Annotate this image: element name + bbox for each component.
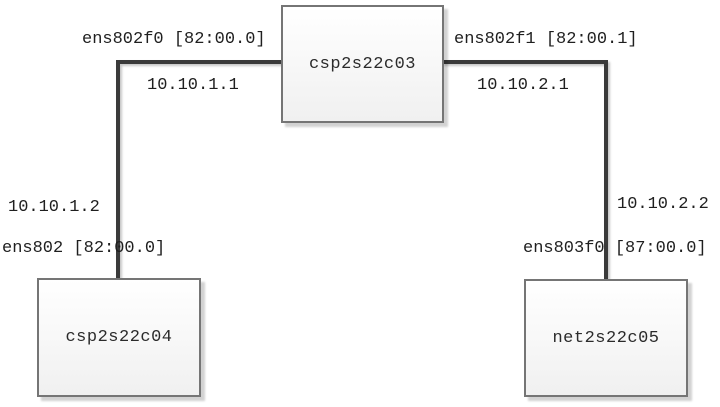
node-label-csp2s22c03: csp2s22c03 xyxy=(308,54,417,74)
interface-label-ens802f0: ens802f0 [82:00.0] xyxy=(82,30,266,49)
node-csp2s22c04: csp2s22c04 xyxy=(37,278,201,397)
link-csp2s22c03-csp2s22c04 xyxy=(116,60,283,278)
node-label-csp2s22c04: csp2s22c04 xyxy=(65,328,173,347)
node-csp2s22c03: csp2s22c03 xyxy=(281,5,444,123)
ip-label-10-10-2-1: 10.10.2.1 xyxy=(477,76,569,95)
node-label-net2s22c05: net2s22c05 xyxy=(552,328,660,348)
interface-label-ens802f1: ens802f1 [82:00.1] xyxy=(454,30,638,49)
interface-label-ens803f0: ens803f0 [87:00.0] xyxy=(523,239,707,258)
interface-label-ens802: ens802 [82:00.0] xyxy=(2,239,166,258)
link-csp2s22c03-net2s22c05 xyxy=(442,60,608,279)
ip-label-10-10-1-1: 10.10.1.1 xyxy=(147,76,239,95)
node-net2s22c05: net2s22c05 xyxy=(524,279,688,397)
ip-label-10-10-1-2: 10.10.1.2 xyxy=(8,198,100,217)
ip-label-10-10-2-2: 10.10.2.2 xyxy=(617,195,709,214)
